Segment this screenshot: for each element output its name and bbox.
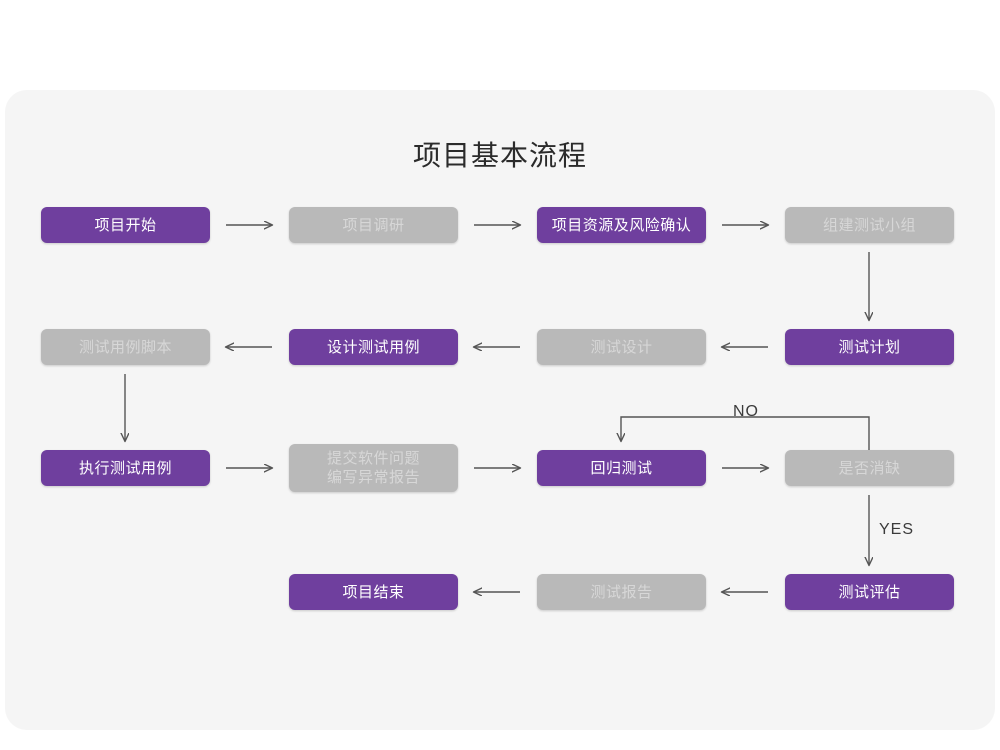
node-test-design[interactable]: 测试设计 xyxy=(537,329,706,365)
node-defect-resolved-decision[interactable]: 是否消缺 xyxy=(785,450,954,486)
node-design-test-case[interactable]: 设计测试用例 xyxy=(289,329,458,365)
node-project-research[interactable]: 项目调研 xyxy=(289,207,458,243)
node-project-end[interactable]: 项目结束 xyxy=(289,574,458,610)
node-test-evaluation[interactable]: 测试评估 xyxy=(785,574,954,610)
node-resource-risk-confirm[interactable]: 项目资源及风险确认 xyxy=(537,207,706,243)
node-test-plan[interactable]: 测试计划 xyxy=(785,329,954,365)
node-test-report[interactable]: 测试报告 xyxy=(537,574,706,610)
node-project-start[interactable]: 项目开始 xyxy=(41,207,210,243)
edge-label-yes: YES xyxy=(879,521,915,538)
flowchart-card xyxy=(5,90,995,730)
edge-label-no: NO xyxy=(733,403,759,420)
page-title: 项目基本流程 xyxy=(412,140,587,171)
node-form-test-team[interactable]: 组建测试小组 xyxy=(785,207,954,243)
node-test-case-script[interactable]: 测试用例脚本 xyxy=(41,329,210,365)
node-execute-test-case[interactable]: 执行测试用例 xyxy=(41,450,210,486)
node-regression-test[interactable]: 回归测试 xyxy=(537,450,706,486)
node-submit-defect-report[interactable]: 提交软件问题 编写异常报告 xyxy=(289,444,458,492)
